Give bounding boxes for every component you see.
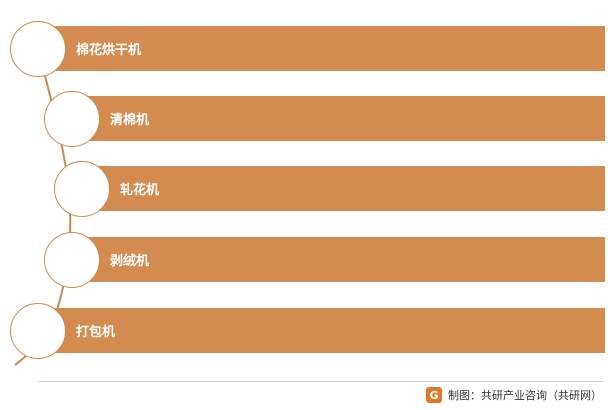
step-node-4 bbox=[44, 232, 100, 288]
step-band-1: 棉花烘干机 bbox=[38, 26, 605, 71]
step-label-4: 剥绒机 bbox=[110, 254, 150, 269]
step-label-2: 清棉机 bbox=[110, 113, 150, 128]
step-node-2 bbox=[44, 91, 100, 147]
step-band-2: 清棉机 bbox=[72, 96, 605, 141]
step-band-3: 轧花机 bbox=[82, 166, 605, 211]
step-node-5 bbox=[10, 303, 66, 359]
footer-divider bbox=[38, 381, 604, 382]
step-label-3: 轧花机 bbox=[120, 183, 160, 198]
step-node-3 bbox=[54, 161, 110, 217]
step-label-5: 打包机 bbox=[76, 325, 116, 340]
step-band-5: 打包机 bbox=[38, 308, 605, 353]
brand-logo-icon: G bbox=[426, 387, 442, 403]
step-label-1: 棉花烘干机 bbox=[76, 43, 142, 58]
step-node-1 bbox=[10, 21, 66, 77]
source-text: 制图：共研产业咨询（共研网） bbox=[448, 389, 602, 402]
source-footer: G 制图：共研产业咨询（共研网） bbox=[426, 386, 602, 404]
step-band-4: 剥绒机 bbox=[72, 237, 605, 282]
